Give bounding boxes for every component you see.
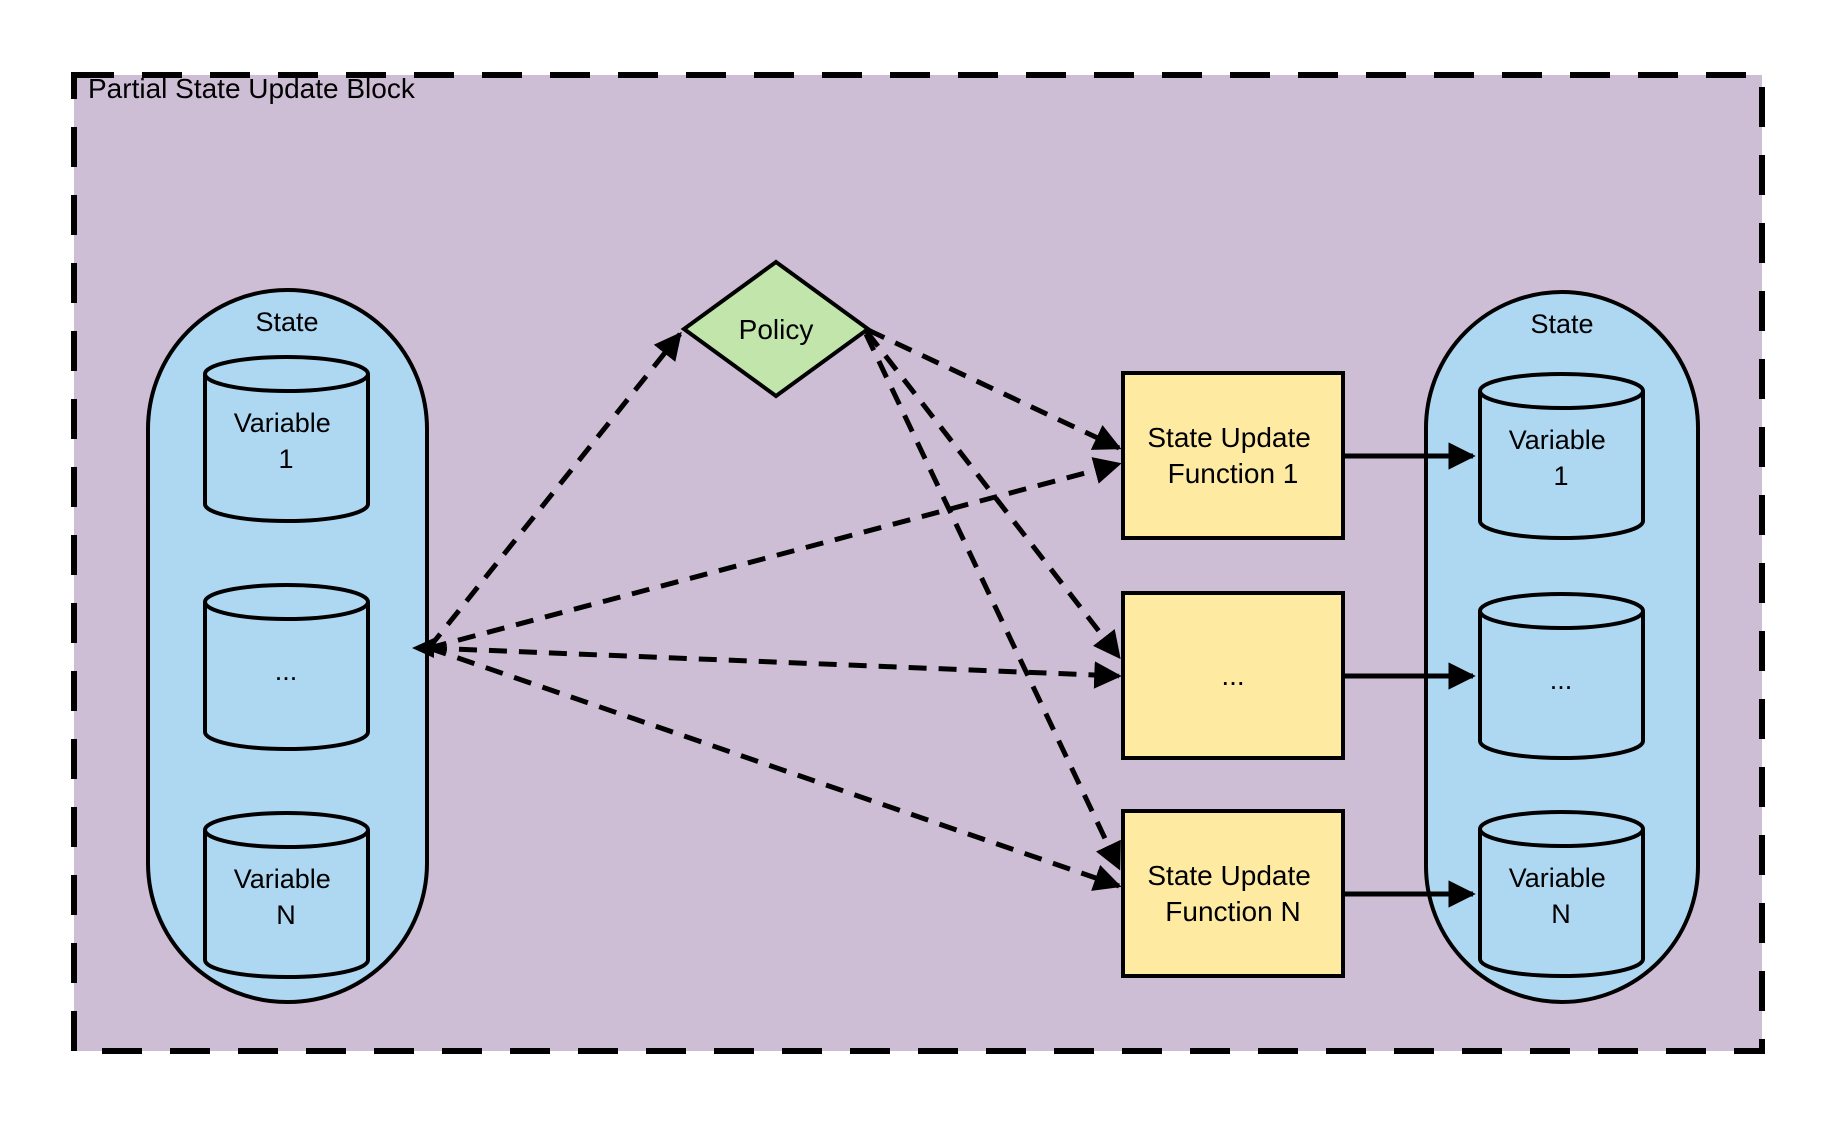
policy-label: Policy <box>739 314 814 345</box>
state-update-function-ellipsis-box: ... <box>1121 591 1345 760</box>
right-variable-1-label: Variable 1 <box>1509 425 1614 491</box>
arrow-policy-to-function-n <box>863 332 1122 871</box>
right-state-label: State <box>1530 309 1593 339</box>
right-variable-1-cylinder: Variable 1 <box>1478 372 1645 540</box>
left-variable-n-cylinder: Variable N <box>203 811 370 979</box>
state-output-junction-arrowhead <box>412 638 434 658</box>
left-variable-ellipsis-cylinder: ... <box>203 583 370 751</box>
policy-diamond <box>680 259 872 399</box>
state-update-function-n-label: State Update Function N <box>1147 860 1318 927</box>
left-state-label: State <box>255 307 318 337</box>
arrow-state-to-policy <box>427 331 682 650</box>
right-variable-ellipsis-label: ... <box>1550 665 1573 695</box>
arrow-state-to-function-n <box>428 645 1122 891</box>
block-title: Partial State Update Block <box>88 73 416 104</box>
left-variable-n-label: Variable N <box>234 864 339 930</box>
right-variable-n-cylinder: Variable N <box>1478 810 1645 978</box>
state-update-function-1-label: State Update Function 1 <box>1147 422 1318 489</box>
arrow-state-to-function-ellipsis <box>428 645 1122 689</box>
state-update-function-1-box: State Update Function 1 <box>1121 371 1345 540</box>
left-variable-1-cylinder: Variable 1 <box>203 355 370 523</box>
state-update-function-ellipsis-label: ... <box>1221 660 1244 691</box>
right-variable-ellipsis-cylinder: ... <box>1478 592 1645 760</box>
state-update-function-n-box: State Update Function N <box>1121 809 1345 978</box>
right-variable-n-label: Variable N <box>1509 863 1614 929</box>
left-variable-1-label: Variable 1 <box>234 408 339 474</box>
arrow-policy-to-function-1 <box>866 327 1122 451</box>
left-variable-ellipsis-label: ... <box>275 656 298 686</box>
arrow-policy-to-function-ellipsis <box>865 330 1121 660</box>
